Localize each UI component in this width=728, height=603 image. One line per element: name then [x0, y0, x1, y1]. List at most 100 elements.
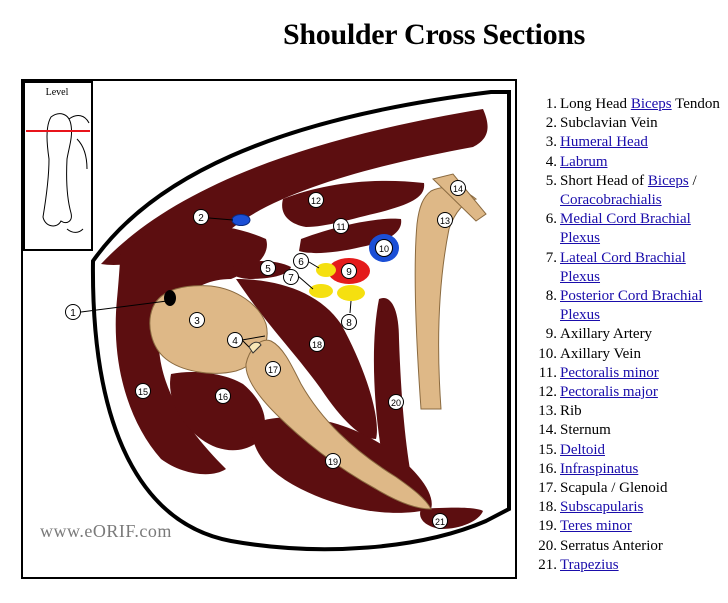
- legend-number: 4.: [545, 153, 557, 170]
- legend-text: Tendon: [671, 96, 720, 112]
- callout-4: 4: [227, 332, 243, 348]
- legend-text: Rib: [560, 403, 582, 420]
- legend-link[interactable]: Medial Cord Brachial Plexus: [560, 211, 691, 247]
- legend-item: 8.Posterior Cord Brachial Plexus: [531, 287, 727, 325]
- svg-text:13: 13: [440, 216, 450, 226]
- page-title: Shoulder Cross Sections: [283, 18, 586, 51]
- legend-link[interactable]: Biceps: [630, 96, 672, 112]
- callout-6: 6: [293, 253, 309, 269]
- legend-link[interactable]: Infraspinatus: [560, 460, 639, 477]
- svg-text:18: 18: [312, 340, 322, 350]
- subscapularis-muscle: [236, 279, 377, 439]
- svg-text:3: 3: [194, 316, 200, 327]
- legend-text: Sternum: [560, 422, 611, 439]
- legend-item: 17.Scapula / Glenoid: [531, 479, 727, 498]
- legend-number: 3.: [545, 134, 557, 151]
- svg-text:21: 21: [435, 517, 445, 527]
- legend-number: 2.: [545, 115, 557, 132]
- svg-text:11: 11: [336, 222, 345, 232]
- rib-bone: [414, 186, 478, 410]
- legend-number: 7.: [545, 249, 557, 266]
- legend-item: 9.Axillary Artery: [531, 325, 727, 344]
- legend-text: Long Head: [560, 96, 631, 112]
- legend-number: 12.: [538, 384, 557, 401]
- svg-text:12: 12: [311, 196, 321, 206]
- lateral-cord-nerve: [309, 284, 333, 298]
- legend-number: 11.: [538, 364, 557, 381]
- legend-item: 13.Rib: [531, 402, 727, 421]
- legend-link[interactable]: Posterior Cord Brachial Plexus: [560, 288, 703, 324]
- svg-text:14: 14: [453, 184, 463, 194]
- legend-text: Subclavian Vein: [560, 115, 658, 132]
- legend-item: 7.Lateal Cord Brachial Plexus: [531, 249, 727, 287]
- svg-text:8: 8: [346, 318, 352, 329]
- callout-21: 21: [432, 513, 448, 529]
- svg-text:16: 16: [218, 392, 228, 402]
- legend-number: 6.: [545, 211, 557, 228]
- legend-item: 4.Labrum: [531, 153, 727, 172]
- legend-item: 5.Short Head of Biceps / Coracobrachiali…: [531, 172, 727, 210]
- legend-link[interactable]: Pectoralis major: [560, 384, 658, 401]
- svg-text:15: 15: [138, 387, 148, 397]
- legend-number: 10.: [538, 345, 557, 362]
- svg-text:9: 9: [346, 267, 352, 278]
- svg-text:4: 4: [232, 336, 238, 347]
- legend-link[interactable]: Trapezius: [560, 556, 619, 573]
- scapula-outline: [66, 115, 90, 233]
- legend-text: Axillary Artery: [560, 326, 653, 343]
- callout-5: 5: [260, 260, 276, 276]
- legend-number: 20.: [538, 537, 557, 554]
- svg-text:7: 7: [288, 273, 294, 284]
- callout-7: 7: [283, 269, 299, 285]
- posterior-cord-nerve: [337, 285, 365, 301]
- legend-link[interactable]: Lateal Cord Brachial Plexus: [560, 249, 686, 285]
- svg-text:19: 19: [328, 457, 338, 467]
- infraspinatus-muscle: [170, 372, 265, 451]
- medial-cord-nerve: [316, 263, 336, 277]
- legend-link[interactable]: Subscapularis: [560, 499, 644, 516]
- legend-item: 14.Sternum: [531, 421, 727, 440]
- svg-text:17: 17: [268, 365, 278, 375]
- legend-number: 16.: [538, 460, 557, 477]
- labrum: [248, 341, 262, 354]
- legend-item: 18.Subscapularis: [531, 498, 727, 517]
- legend-link[interactable]: Coracobrachialis: [560, 192, 662, 209]
- legend-item: 19.Teres minor: [531, 517, 727, 536]
- cross-section-diagram: 1 2 3 4 5 6 7 8 9 10 11 12 13 14 15 16 1…: [21, 79, 517, 579]
- legend-number: 14.: [538, 422, 557, 439]
- svg-text:20: 20: [391, 398, 401, 408]
- legend-link[interactable]: Deltoid: [560, 441, 605, 458]
- callout-8: 8: [341, 314, 357, 330]
- callout-1: 1: [65, 304, 81, 320]
- svg-text:6: 6: [298, 257, 304, 268]
- legend-item: 20.Serratus Anterior: [531, 537, 727, 556]
- legend-link[interactable]: Humeral Head: [560, 134, 648, 151]
- legend-link[interactable]: Labrum: [560, 153, 608, 170]
- callout-2: 2: [193, 209, 209, 225]
- legend-item: 12.Pectoralis major: [531, 383, 727, 402]
- callout-13: 13: [437, 212, 453, 228]
- legend-item: 16.Infraspinatus: [531, 460, 727, 479]
- callout-15: 15: [135, 383, 151, 399]
- legend-item: 2.Subclavian Vein: [531, 114, 727, 133]
- legend-text: Axillary Vein: [560, 345, 641, 362]
- legend-item: 11.Pectoralis minor: [531, 364, 727, 383]
- callout-12: 12: [308, 192, 324, 208]
- legend-number: 13.: [538, 403, 557, 420]
- legend-link[interactable]: Teres minor: [560, 518, 632, 535]
- legend-number: 21.: [538, 556, 557, 573]
- legend-link[interactable]: Pectoralis minor: [560, 364, 659, 381]
- callout-14: 14: [450, 180, 466, 196]
- legend-number: 9.: [545, 326, 557, 343]
- scapula-glenoid-bone: [245, 339, 432, 510]
- callout-11: 11: [333, 218, 349, 234]
- watermark-text: www.eORIF.com: [40, 521, 172, 541]
- callout-18: 18: [309, 336, 325, 352]
- legend-link[interactable]: Biceps: [647, 172, 689, 189]
- callout-20: 20: [388, 394, 404, 410]
- legend-number: 17.: [538, 480, 557, 497]
- callout-10: 10: [375, 239, 393, 257]
- legend-number: 5.: [545, 172, 557, 189]
- svg-text:5: 5: [265, 264, 271, 275]
- callout-9: 9: [341, 263, 357, 279]
